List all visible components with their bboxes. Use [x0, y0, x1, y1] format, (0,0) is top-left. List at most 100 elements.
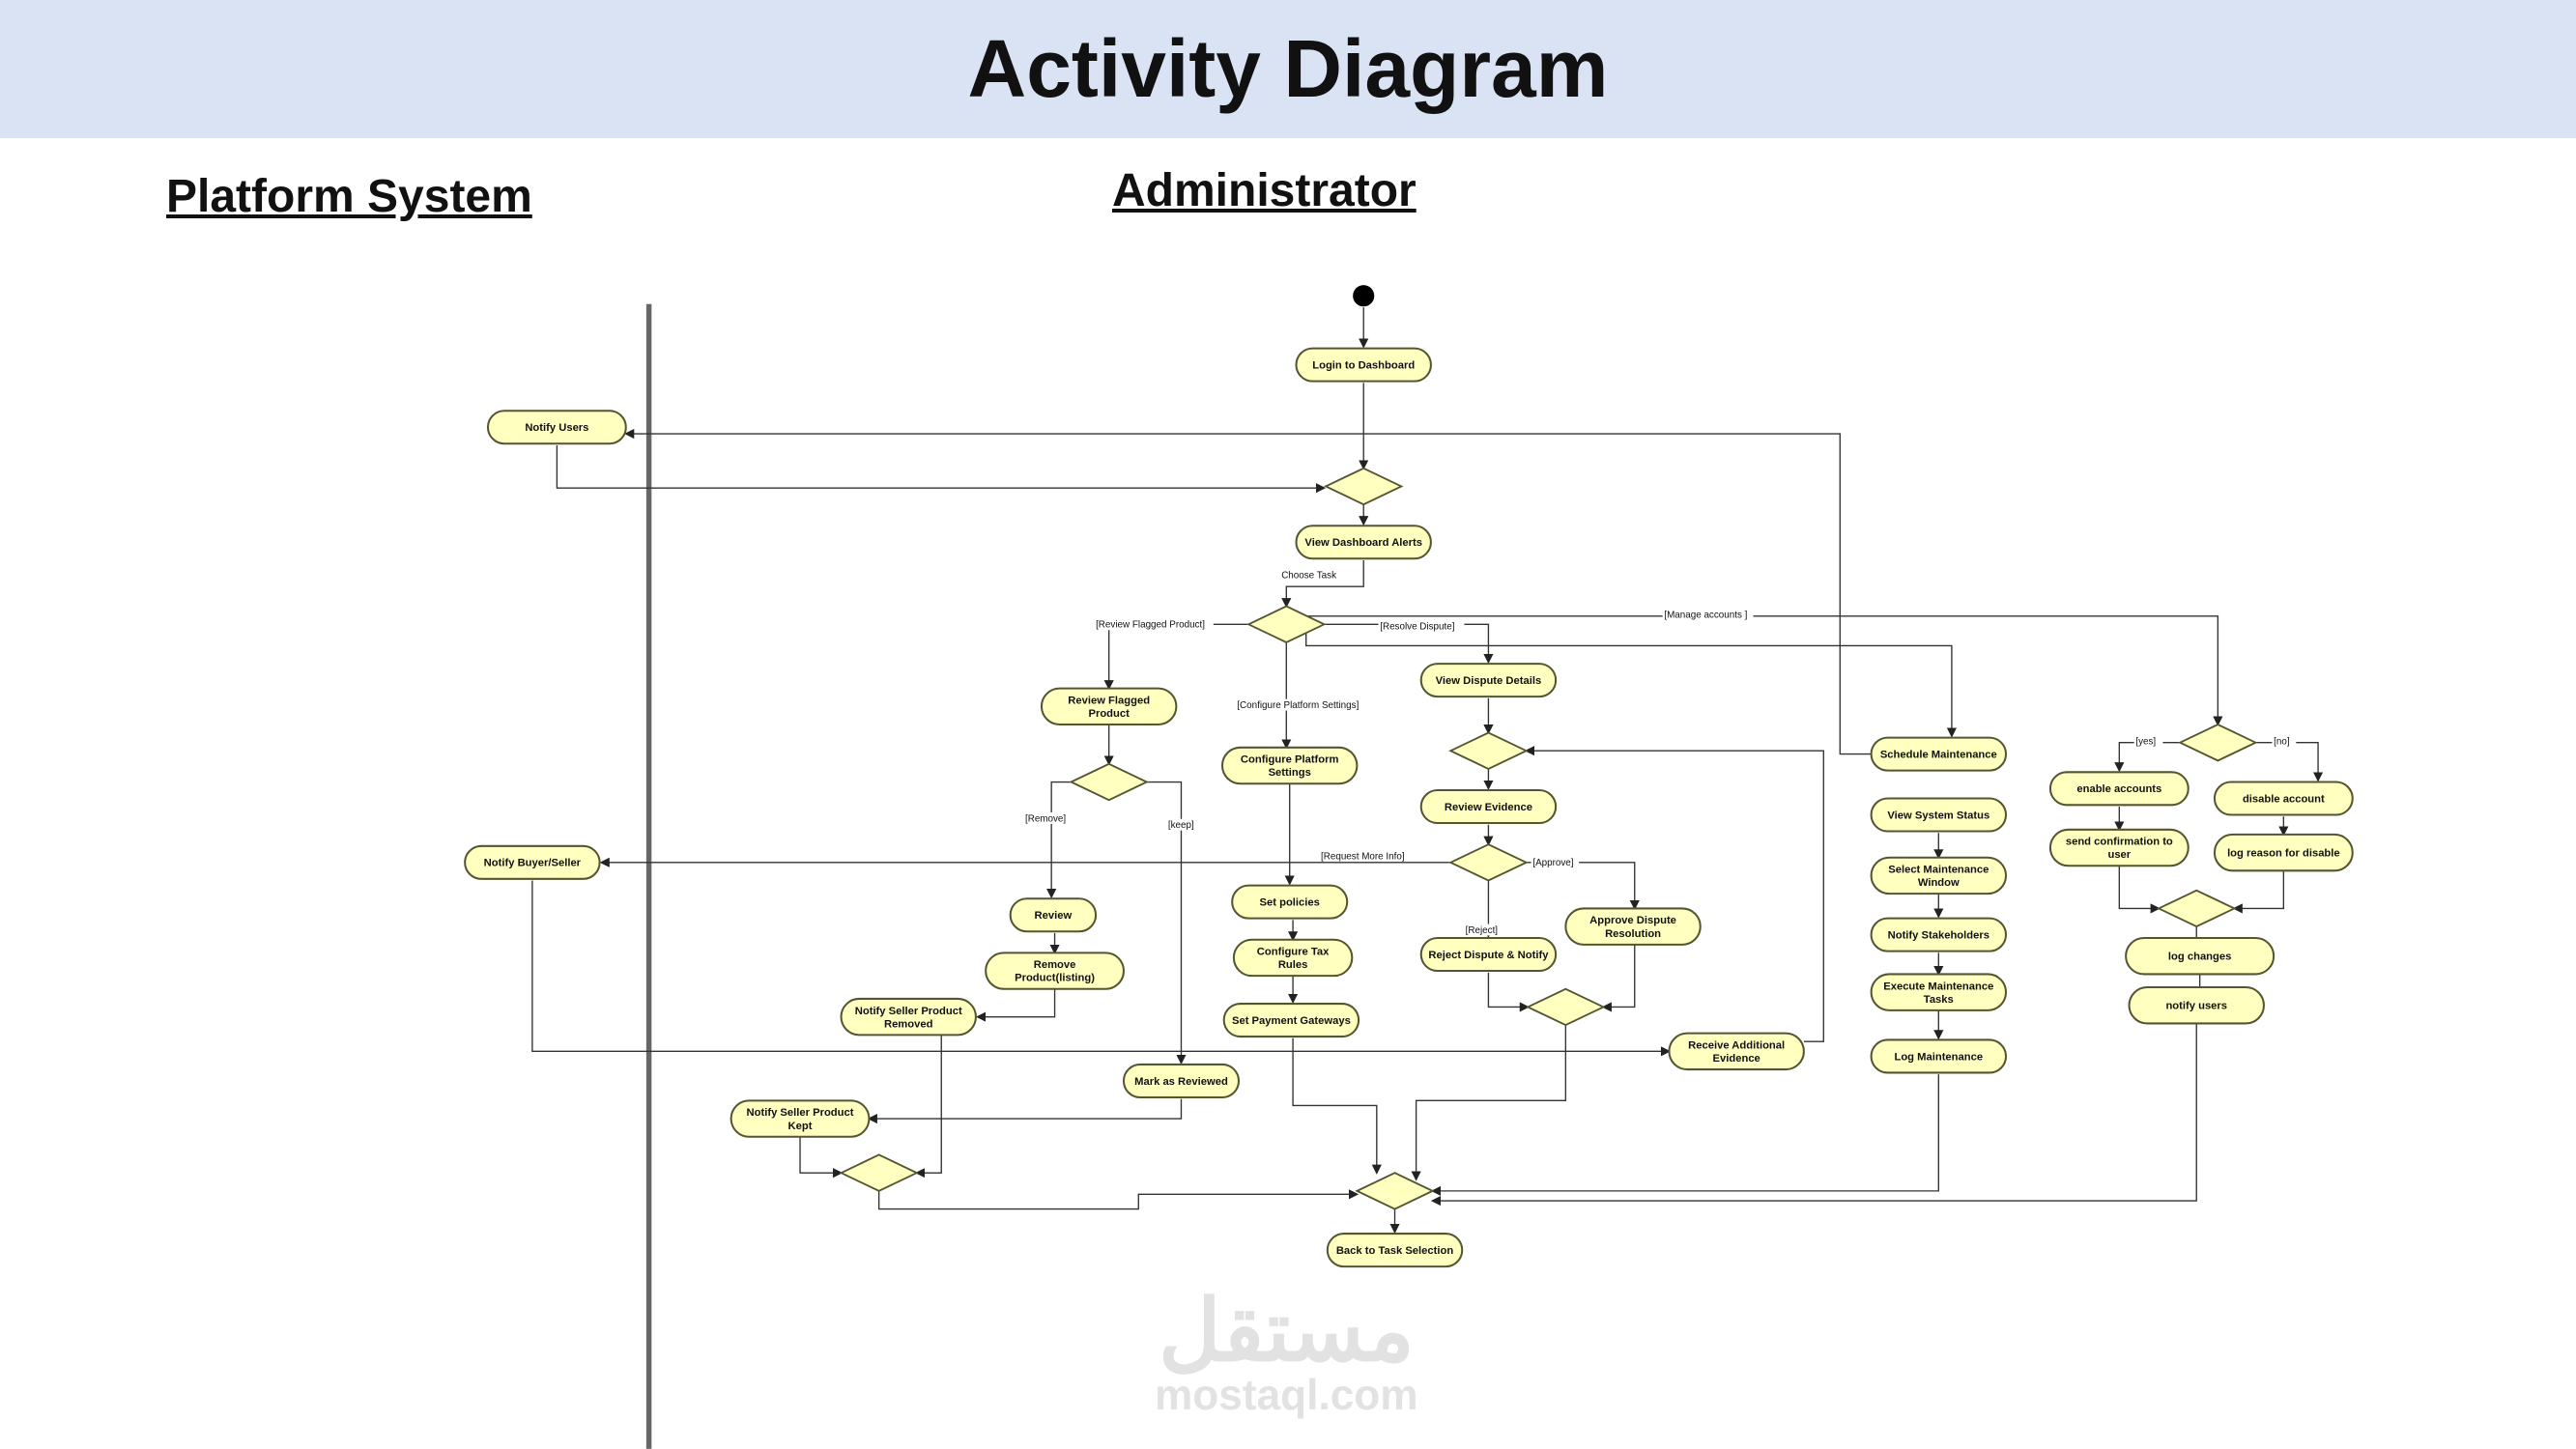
control-flow-edge — [1430, 1074, 1939, 1196]
action-label: Settings — [1269, 767, 1311, 779]
guard-label-review-flagged: [Review Flagged Product] — [1096, 620, 1205, 631]
watermark: مستقل mostaql.com — [1155, 1283, 1418, 1419]
guard-label-remove: [Remove] — [1025, 813, 1066, 824]
action-review: Review — [1009, 897, 1098, 933]
decision-node — [2178, 723, 2258, 762]
guard-label-reject: [Reject] — [1466, 925, 1499, 936]
control-flow-edge — [1487, 972, 1530, 1012]
action-label: Notify Stakeholders — [1888, 930, 1989, 942]
action-label: Tasks — [1924, 994, 1954, 1006]
decision-node — [1323, 467, 1404, 506]
control-flow-edge — [877, 1189, 1360, 1210]
action-label: Login to Dashboard — [1312, 360, 1415, 372]
action-view-alerts: View Dashboard Alerts — [1295, 525, 1432, 560]
action-label: log changes — [2168, 952, 2231, 963]
action-mark-reviewed: Mark as Reviewed — [1122, 1063, 1241, 1098]
action-label: enable accounts — [2076, 783, 2161, 795]
action-label: Notify Users — [525, 422, 588, 434]
action-reject-dispute: Reject Dispute & Notify — [1419, 937, 1558, 973]
action-label: Receive Additional — [1688, 1039, 1785, 1051]
action-label: View Dispute Details — [1436, 675, 1542, 687]
action-label: Schedule Maintenance — [1880, 750, 1997, 761]
action-label: log reason for disable — [2227, 848, 2340, 860]
guard-label-resolve: [Resolve Dispute] — [1380, 621, 1455, 632]
action-notify-users-acc: notify users — [2128, 986, 2265, 1025]
action-log-reason: log reason for disable — [2213, 833, 2354, 872]
edge-label-bg — [2133, 735, 2163, 747]
guard-label-manage: [Manage accounts ] — [1664, 610, 1747, 620]
control-flow-edge — [2232, 870, 2285, 914]
action-label: Product(listing) — [1015, 973, 1095, 984]
decision-node — [2156, 889, 2237, 928]
control-flow-edge — [1601, 944, 1636, 1012]
action-label: Product — [1088, 708, 1130, 720]
action-enable-accounts: enable accounts — [2048, 771, 2190, 807]
action-login: Login to Dashboard — [1295, 347, 1432, 383]
decision-node — [1355, 1172, 1435, 1210]
action-label: notify users — [2165, 1001, 2227, 1012]
decision-node — [1448, 843, 1529, 882]
action-label: Mark as Reviewed — [1134, 1076, 1228, 1088]
action-log-changes: log changes — [2125, 937, 2275, 976]
control-flow-edge — [1292, 1037, 1382, 1175]
decision-node — [1246, 605, 1327, 644]
guard-label-no: [no] — [2274, 736, 2290, 747]
control-flow-edge — [1305, 632, 1958, 738]
action-label: Log Maintenance — [1894, 1051, 1983, 1063]
watermark-latin: mostaql.com — [1155, 1372, 1418, 1419]
guard-label-keep: [keep] — [1168, 820, 1194, 831]
control-flow-edge — [1305, 615, 2223, 726]
watermark-arabic: مستقل — [1159, 1283, 1415, 1378]
action-label: Back to Task Selection — [1336, 1245, 1454, 1257]
decision-node — [839, 1153, 919, 1192]
edge-label-bg — [1235, 698, 1379, 711]
action-label: View System Status — [1887, 810, 1989, 821]
action-label: Configure Tax — [1257, 947, 1330, 958]
control-flow-edge — [531, 880, 1672, 1057]
title-band: Activity Diagram — [0, 0, 2576, 138]
action-label: Configure Platform — [1241, 754, 1339, 766]
decision-node — [1448, 731, 1529, 770]
action-notify-buyer-seller: Notify Buyer/Seller — [464, 844, 601, 880]
action-label: Remove — [1034, 959, 1076, 971]
action-set-policies: Set policies — [1231, 884, 1349, 920]
guard-label-request-info: [Request More Info] — [1321, 851, 1405, 862]
action-label: Set Payment Gateways — [1232, 1015, 1351, 1027]
action-label: Removed — [884, 1018, 933, 1030]
action-label: Select Maintenance — [1888, 865, 1989, 876]
action-label: send confirmation to — [2066, 837, 2173, 848]
guard-label-choose-task: Choose Task — [1281, 571, 1336, 582]
action-back-to-task: Back to Task Selection — [1326, 1233, 1464, 1268]
control-flow-edge — [867, 1098, 1183, 1124]
action-label: Set policies — [1260, 897, 1320, 909]
decision-node — [1069, 762, 1149, 802]
action-label: Review Evidence — [1445, 802, 1532, 813]
edge-label-bg — [1094, 618, 1214, 631]
action-log-maintenance: Log Maintenance — [1870, 1038, 2008, 1074]
edge-label-bg — [1279, 569, 1337, 582]
action-label: Window — [1918, 877, 1960, 889]
action-label: Kept — [788, 1121, 813, 1132]
control-flow-edge — [1526, 862, 1640, 911]
control-flow-edge — [1524, 746, 1824, 1042]
action-view-status: View System Status — [1870, 797, 2008, 833]
control-flow-edge — [2255, 742, 2324, 782]
action-schedule-maintenance: Schedule Maintenance — [1870, 736, 2008, 772]
control-flow-edge — [624, 428, 1872, 755]
action-label: View Dashboard Alerts — [1304, 537, 1422, 549]
action-label: Notify Seller Product — [855, 1006, 962, 1017]
edge-label-bg — [2272, 735, 2297, 747]
control-flow-edge — [975, 988, 1056, 1022]
